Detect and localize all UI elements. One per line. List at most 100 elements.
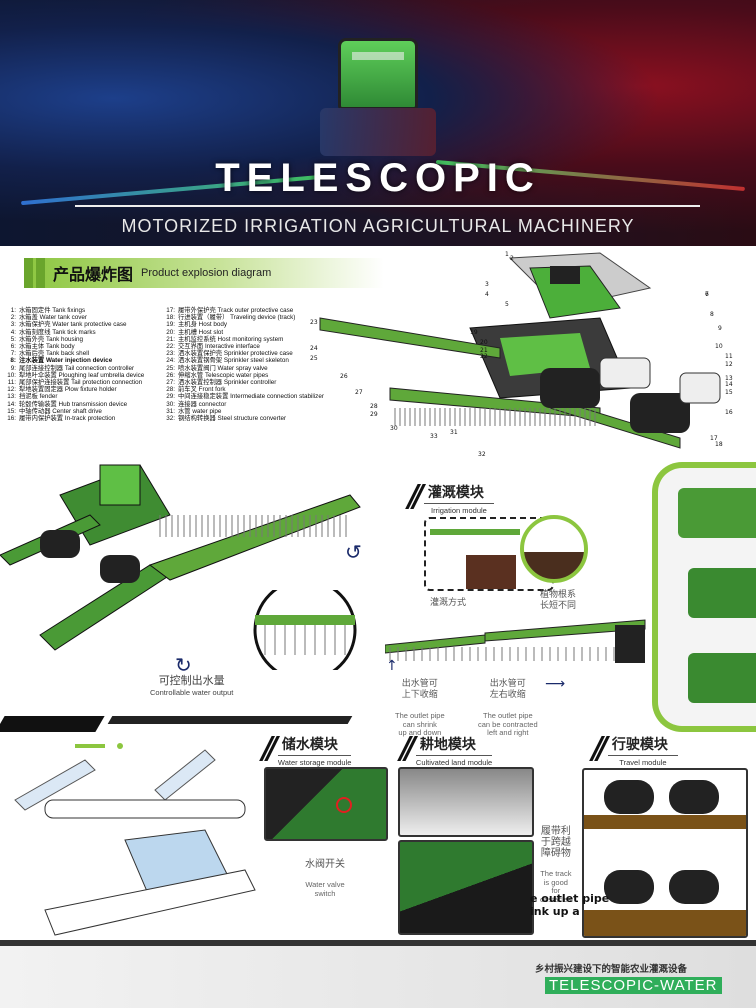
header-bars-icon: [24, 258, 45, 288]
part-name-en: Host body: [198, 321, 227, 329]
part-name-en: Traveling device (track): [230, 314, 296, 322]
track-left-part: [540, 368, 600, 408]
plough-blades-image: [398, 767, 534, 837]
part-name-en: Steel structure converter: [217, 415, 287, 423]
machine-track-2: [100, 555, 140, 583]
title-divider: [75, 205, 700, 207]
part-name-en: Tail connection controller: [64, 364, 135, 372]
track-2: [669, 780, 719, 814]
diagram-label: 15: [725, 389, 733, 396]
part-number: 20:: [166, 328, 175, 336]
part-item: 31:水管 water pipe: [163, 408, 324, 415]
machine-body: [320, 108, 436, 156]
diagram-label: 23: [310, 319, 318, 326]
explosion-section-header: 产品爆炸图 Product explosion diagram: [24, 258, 384, 288]
part-item: 4:水箱刻度线 Tank tick marks: [4, 329, 144, 336]
diagram-label: 26: [340, 373, 348, 380]
footer-rule: [0, 940, 756, 946]
part-name-zh: 行进装置（履带）: [178, 314, 231, 322]
part-item: 16:履带内保护装置 In-track protection: [4, 415, 144, 422]
highlight-circle: [336, 797, 352, 813]
part-number: 31:: [166, 407, 175, 415]
part-item: 29:中间连接稳定装置 Intermediate connection stab…: [163, 393, 324, 400]
diagram-number-labels: 1234567891011121314151617181920212223242…: [310, 251, 733, 458]
diagram-label: 7: [705, 291, 709, 298]
part-name-zh: 注水装置: [19, 357, 46, 365]
part-name-en: Host monitoring system: [217, 335, 284, 343]
method-boom: [430, 529, 520, 535]
part-name-en: Water tank protective case: [52, 321, 127, 329]
part-number: 22:: [166, 343, 175, 351]
slash-icon: //: [408, 479, 424, 514]
track-right-part: [630, 393, 690, 433]
part-name-en: Tank tick marks: [52, 328, 96, 336]
part-name-zh: 水箱后壳: [19, 350, 46, 358]
part-number: 7:: [10, 350, 16, 358]
travel-track-diagram: [582, 768, 748, 938]
irrigation-module-title: // 灌溉模块 Irrigation module: [408, 482, 494, 515]
part-name-en: Sprinkler protective case: [223, 350, 293, 358]
roots-label: 植物根系 长短不同: [540, 590, 577, 611]
part-name-zh: 水箱主体: [19, 343, 46, 351]
irrigation-method-label: 灌溉方式: [430, 598, 467, 608]
diagram-label: 29: [370, 411, 378, 418]
part-name-en: Interactive interface: [204, 343, 260, 351]
machine-perspective-render: [0, 464, 361, 651]
diagram-label: 27: [355, 389, 363, 396]
control-caption: 可控制出水量 Controllable water output: [150, 672, 233, 697]
footer-brand: TELESCOPIC-WATER: [545, 977, 722, 994]
part-number: 1:: [10, 307, 16, 314]
pipe-updown-zh: 出水管可 上下收缩: [401, 679, 438, 700]
pipe-lr-caption: 出水管可 左右收缩 The outlet pipe can be contrac…: [478, 668, 538, 749]
diagram-label: 9: [718, 325, 722, 332]
part-name-en: Tank fixings: [52, 307, 86, 314]
part-name-en: Telescopic water pipes: [204, 371, 269, 379]
part-name-zh: 钢结构转换器: [178, 415, 218, 423]
part-item: 17:履带外保护壳 Track outer protective case: [163, 307, 324, 314]
part-name-en: Track outer protective case: [217, 307, 294, 314]
part-item: 26:伸缩水管 Telescopic water pipes: [163, 372, 324, 379]
part-number: 19:: [166, 321, 175, 329]
diagram-label: 1: [505, 251, 509, 258]
plough-machine-image: [398, 840, 534, 935]
part-name-zh: 履带内保护装置: [19, 415, 65, 423]
cultivated-title-en: Cultivated land module: [415, 758, 493, 767]
part-name-zh: 水箱固定件: [19, 307, 53, 314]
part-name-zh: 伸缩水管: [178, 371, 205, 379]
part-item: 19:主机身 Host body: [163, 321, 324, 328]
part-item: 2:水箱盖 Water tank cover: [4, 314, 144, 321]
diagram-label: 3: [485, 281, 489, 288]
diagram-label: 13: [725, 375, 733, 382]
diagram-label: 6: [705, 291, 709, 298]
part-name-en: Sprinkler steel skeleton: [223, 357, 289, 365]
storage-title-en: Water storage module: [277, 758, 352, 767]
up-arrow-icon: ↑: [386, 658, 398, 674]
part-item: 30:连接器 connector: [163, 401, 324, 408]
machine-silhouette: [338, 38, 418, 110]
travel-title-zh: 行驶模块: [607, 734, 678, 756]
part-name-en: Sprinkler controller: [223, 379, 277, 387]
side-render-panel: [652, 462, 756, 732]
part-name-en: fender: [39, 393, 58, 401]
part-name-zh: 交互界面: [178, 343, 205, 351]
machine-track-1: [40, 530, 80, 558]
part-item: 7:水箱后壳 Tank back shell: [4, 350, 144, 357]
part-name-zh: 洒水装置控制器: [178, 379, 224, 387]
part-item: 21:主机监控系统 Host monitoring system: [163, 336, 324, 343]
method-soil: [466, 555, 516, 589]
part-name-en: Front fork: [198, 386, 226, 394]
part-item: 18:行进装置（履带） Traveling device (track): [163, 314, 324, 321]
section-divider: [0, 716, 105, 732]
part-item: 1:水箱固定件 Tank fixings: [4, 307, 144, 314]
part-number: 15:: [7, 407, 16, 415]
track-3: [604, 870, 654, 904]
part-number: 24:: [166, 357, 175, 365]
part-name-zh: 前车叉: [178, 386, 199, 394]
host-panel-part: [500, 333, 590, 376]
part-number: 21:: [166, 335, 175, 343]
diagram-label: 28: [370, 403, 378, 410]
diagram-label: 21: [480, 347, 488, 354]
water-valve-caption: 水阀开关 Water valve switch: [305, 848, 345, 909]
part-name-zh: 中间连接稳定装置: [178, 393, 231, 401]
part-name-zh: 主机监控系统: [178, 335, 218, 343]
